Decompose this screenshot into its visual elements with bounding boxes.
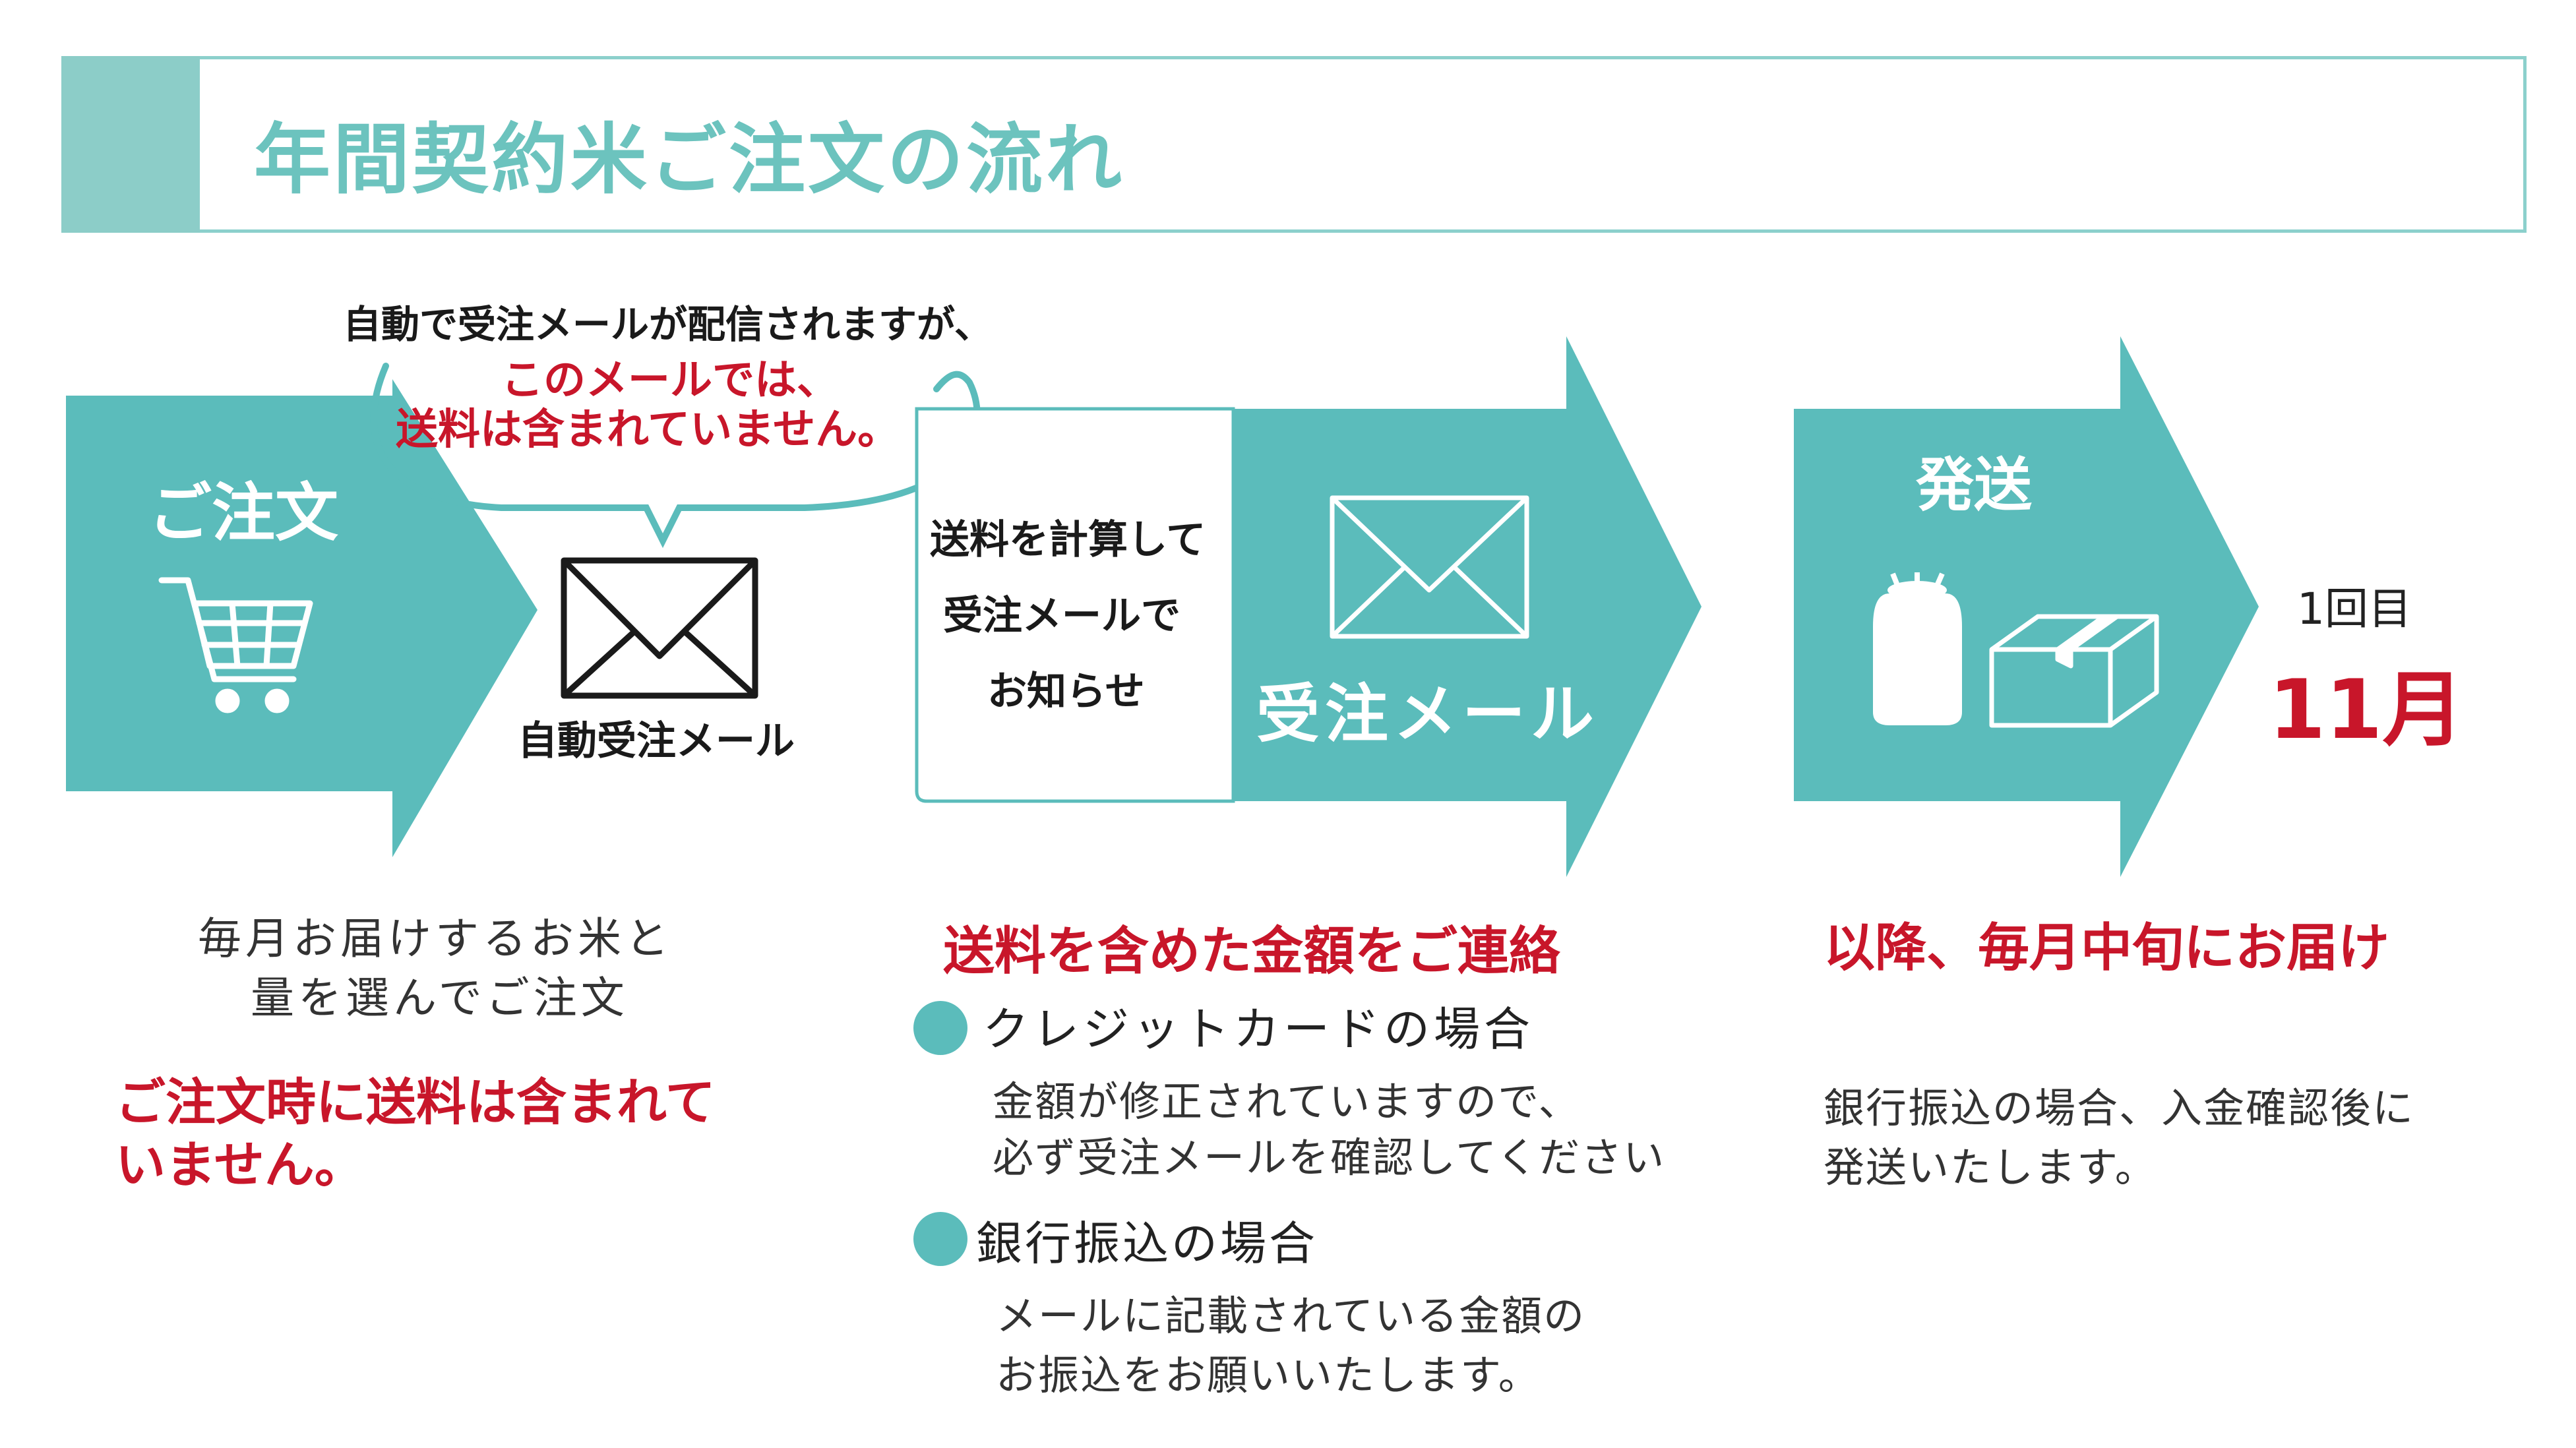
- calc-note: 送料を計算して: [930, 517, 1206, 563]
- ship-arrow: [1794, 336, 2259, 877]
- credit-card-title: クレジットカードの場合: [983, 1002, 1534, 1056]
- order-description: 量を選んでご注文: [251, 973, 629, 1023]
- receipt-heading: 送料を含めた金額をご連絡: [943, 922, 1561, 981]
- bubble-warning: 送料は含まれていません。: [396, 406, 900, 454]
- auto-mail-label: 自動受注メール: [518, 718, 795, 764]
- ship-description: 発送いたします。: [1824, 1143, 2157, 1192]
- bullet-dot: [913, 1212, 967, 1266]
- calc-note: お知らせ: [987, 669, 1145, 715]
- header-frame: [61, 56, 2527, 233]
- calc-box: [915, 407, 1235, 803]
- bullet-dot: [913, 1001, 967, 1055]
- rice-bag-icon: [1873, 572, 1962, 725]
- order-shipping-note: ご注文時に送料は含まれて: [115, 1073, 716, 1131]
- bubble-warning: このメールでは、: [501, 356, 839, 405]
- ship-heading: 以降、毎月中旬にお届け: [1824, 919, 2390, 978]
- ship-description: 銀行振込の場合、入金確認後に: [1824, 1084, 2415, 1132]
- receipt-step-label: 受注メール: [1256, 677, 1599, 751]
- cart-icon: [158, 577, 313, 713]
- receipt-arrow: [1233, 336, 1702, 877]
- credit-card-description: 必ず受注メールを確認してください: [993, 1133, 1666, 1182]
- header-accent-block: [61, 56, 200, 233]
- box-icon: [1989, 614, 2159, 728]
- credit-card-description: 金額が修正されていますので、: [993, 1077, 1581, 1126]
- speech-bubble: [370, 363, 981, 549]
- order-arrow: [66, 379, 537, 857]
- bubble-text: 自動で受注メールが配信されますが、: [343, 302, 993, 347]
- bank-transfer-description: お振込をお願いいたします。: [996, 1351, 1541, 1399]
- first-delivery-label: 1回目: [2297, 584, 2412, 634]
- envelope-icon: [1330, 495, 1529, 639]
- envelope-icon: [561, 557, 758, 699]
- order-shipping-note: いません。: [115, 1135, 365, 1194]
- bank-transfer-description: メールに記載されている金額の: [996, 1292, 1586, 1340]
- bank-transfer-title: 銀行振込の場合: [976, 1217, 1318, 1271]
- ship-step-label: 発送: [1916, 451, 2033, 519]
- page-title: 年間契約米ご注文の流れ: [254, 115, 1124, 204]
- first-delivery-month: 11月: [2269, 663, 2465, 758]
- order-step-label: ご注文: [148, 476, 338, 550]
- order-description: 毎月お届けするお米と: [198, 913, 673, 964]
- calc-note: 受注メールで: [943, 593, 1181, 639]
